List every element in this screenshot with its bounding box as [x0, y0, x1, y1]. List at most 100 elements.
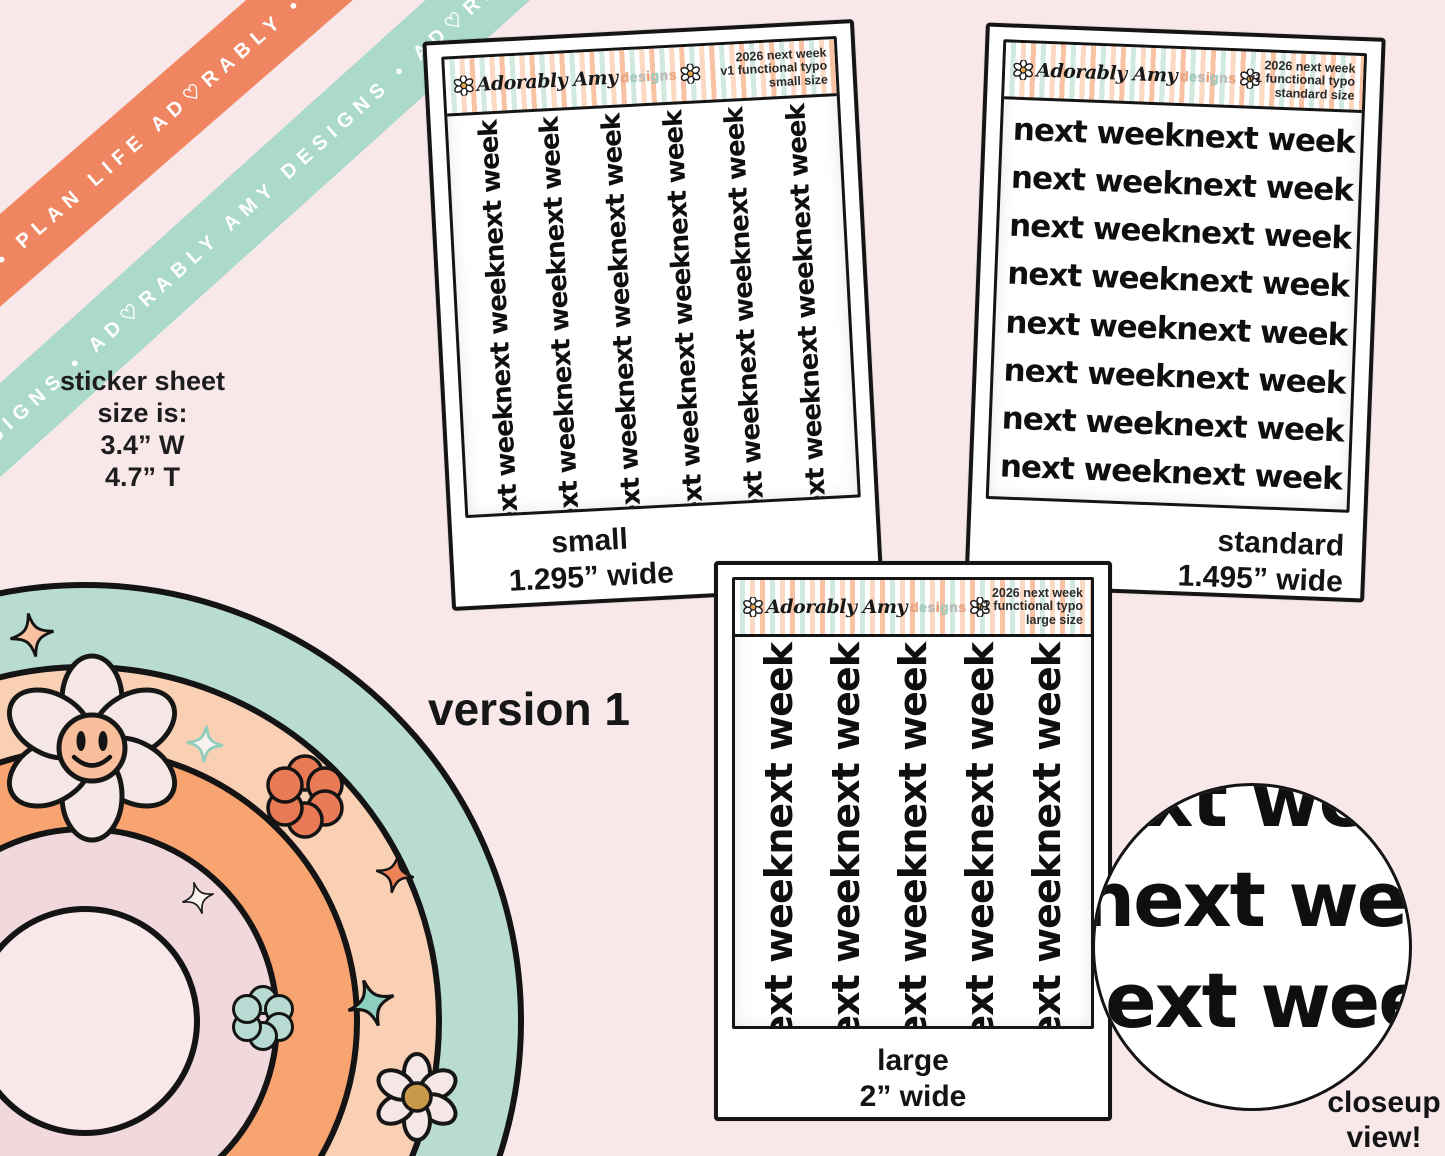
sticker-text: next week — [1012, 111, 1185, 155]
brand-logo: Adorably Amy designs — [743, 596, 990, 618]
designs-letter: s — [927, 599, 936, 615]
sparkle-white-icon — [182, 882, 214, 914]
sticker-text: next week — [788, 245, 827, 389]
sticker-text: next week — [535, 116, 573, 260]
designs-letter: e — [919, 599, 928, 615]
closeup-circle: next week next week next week — [1092, 783, 1412, 1111]
size-note-line: 4.7” T — [104, 461, 181, 492]
sticker-text: next week — [1172, 406, 1345, 450]
brand-designs: designs — [910, 599, 966, 615]
designs-letter: n — [949, 599, 959, 615]
sheet-header: Adorably Amy designs 2026 next week v1 f… — [735, 580, 1091, 637]
sticker-text: next week — [1002, 352, 1176, 395]
designs-letter: d — [910, 599, 920, 615]
sticker-text: next week — [1170, 454, 1343, 498]
sparkle-peach-icon — [10, 613, 54, 657]
size-note-line: 3.4” W — [100, 429, 185, 460]
sticker-text: next week — [1006, 255, 1179, 299]
sticker-text: next week — [958, 643, 1003, 855]
rainbow-inner — [0, 906, 200, 1136]
sticker-text: next week — [1010, 159, 1183, 203]
sticker-text: next week — [1004, 304, 1178, 347]
closeup-text: next week — [1095, 955, 1409, 1045]
designs-letter: s — [668, 66, 678, 83]
sticker-text: next week — [958, 854, 1003, 1026]
sticker-text: next week — [1173, 358, 1347, 402]
closeup-label-line: closeup — [1327, 1086, 1441, 1119]
sticker-text: next week — [1001, 400, 1174, 443]
sheet-title: 2026 next week v1 functional typo standa… — [1247, 58, 1356, 103]
sticker-text: next week — [890, 854, 935, 1026]
sticker-text: next week — [1179, 214, 1352, 258]
sticker-text: next week — [473, 119, 511, 263]
sticker-text: next week — [727, 248, 765, 392]
sticker-text: next week — [596, 113, 634, 257]
brand-logo: Adorably Amy designs — [1013, 59, 1260, 90]
designs-letter: i — [935, 599, 941, 615]
sticker-text: next week — [1025, 854, 1070, 1026]
sheet-title-line: large size — [1026, 612, 1083, 627]
closeup-label: closeup view! — [1322, 1086, 1445, 1155]
designs-letter: s — [958, 599, 967, 615]
sticker-text: next week — [488, 403, 526, 515]
sticker-text: next week — [611, 396, 649, 515]
sticker-sheet-large: Adorably Amy designs 2026 next week v1 f… — [732, 577, 1094, 1029]
sticker-text: next week — [1008, 207, 1181, 251]
sticker-text: next week — [890, 643, 935, 855]
sticker-sheet-standard: Adorably Amy designs 2026 next week v1 f… — [985, 39, 1368, 513]
sticker-text: next week — [549, 399, 588, 515]
designs-letter: g — [940, 599, 950, 615]
sheet-title-line: v1 functional typo — [976, 599, 1083, 614]
brand-script: Adorably Amy — [1035, 59, 1178, 87]
sticker-sheet-small: Adorably Amy designs 2026 next week v1 f… — [441, 36, 861, 519]
size-note-line: sticker sheet — [59, 366, 226, 396]
brand-script: Adorably Amy — [476, 66, 619, 96]
version-label: version 1 — [428, 683, 630, 735]
brand-designs: designs — [1180, 68, 1237, 86]
brand-script: Adorably Amy — [766, 596, 908, 618]
size-note: sticker sheet size is: 3.4” W 4.7” T — [35, 366, 250, 493]
sticker-text: next week — [665, 251, 704, 396]
sticker-text: next week — [1177, 262, 1350, 306]
sticker-card-large: Adorably Amy designs 2026 next week v1 f… — [714, 561, 1112, 1121]
sticker-text: next week — [1181, 166, 1354, 209]
coral-flower-icon — [266, 754, 344, 839]
closeup-label-line: view! — [1346, 1120, 1422, 1154]
sticker-card-standard: Adorably Amy designs 2026 next week v1 f… — [964, 22, 1386, 603]
sheet-title-line: standard size — [1274, 85, 1355, 103]
card-size-label: small 1.295” wide — [466, 517, 715, 602]
sticker-text: next week — [781, 103, 819, 247]
designs-letter: s — [1227, 69, 1237, 87]
sheet-header: Adorably Amy designs 2026 next week v1 f… — [1004, 42, 1364, 114]
sheet-title: 2026 next week v1 functional typo small … — [719, 46, 828, 92]
sticker-text: next week — [999, 448, 1172, 491]
brand-designs: designs — [620, 66, 677, 85]
sparkle-teal-outline-icon — [186, 725, 224, 763]
sticker-text: next week — [1183, 118, 1356, 161]
card-size-label: large 2” wide — [732, 1043, 1094, 1115]
card-size-width: 2” wide — [859, 1080, 967, 1113]
sticker-text: next week — [673, 393, 711, 515]
sticker-card-small: Adorably Amy designs 2026 next week v1 f… — [422, 19, 884, 611]
closeup-text: next week — [1095, 783, 1409, 844]
sheet-title-line: 2026 next week — [991, 586, 1083, 601]
daisy-icon — [679, 63, 700, 85]
closeup-text: next week — [1092, 855, 1409, 945]
daisy-icon — [1013, 59, 1034, 81]
daisy-icon — [969, 597, 990, 617]
card-size-name: large — [877, 1044, 949, 1077]
sticker-text: next week — [658, 109, 696, 254]
sticker-text: next week — [796, 387, 834, 515]
sticker-text: next week — [480, 261, 519, 405]
daisy-icon — [453, 75, 474, 97]
brand-logo: Adorably Amy designs — [453, 62, 700, 97]
size-note-line: size is: — [97, 397, 188, 428]
smiley-daisy-icon — [6, 653, 178, 843]
sticker-text: next week — [756, 854, 801, 1026]
sticker-text: next week — [542, 258, 580, 402]
sticker-text: next week — [823, 854, 868, 1026]
star-teal-icon — [347, 979, 395, 1027]
sticker-text: next week — [756, 643, 801, 855]
